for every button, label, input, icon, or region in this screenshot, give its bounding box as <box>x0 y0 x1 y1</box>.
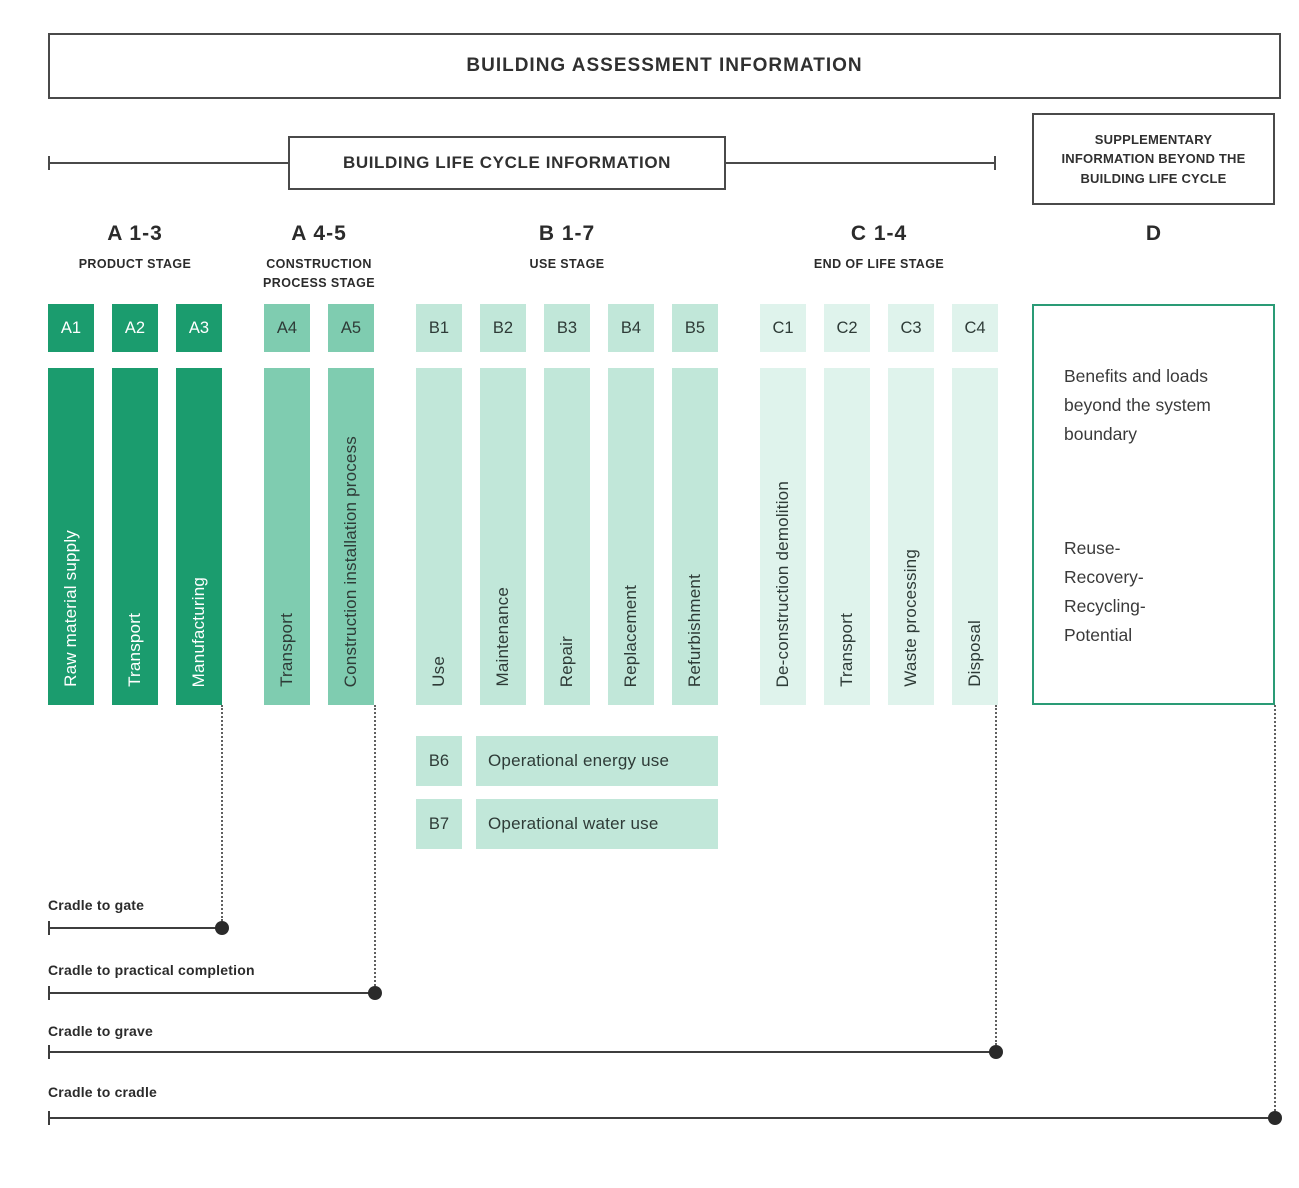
d-benefits-box: Benefits and loads beyond the system bou… <box>1032 304 1275 705</box>
stage-code: B 1-7 <box>538 222 596 245</box>
module-label-b2: Maintenance <box>493 587 512 687</box>
module-bar-b2: Maintenance <box>480 368 526 705</box>
stage-header-a45: A 4-5 CONSTRUCTION PROCESS STAGE <box>254 222 384 294</box>
dashed-drop-line-d <box>1274 705 1276 1111</box>
module-label-b4: Replacement <box>621 584 640 687</box>
module-label-c3: Waste processing <box>901 549 920 687</box>
stage-code: A 1-3 <box>107 222 163 245</box>
module-bar-a2: Transport <box>112 368 158 705</box>
module-column-a3: A3 Manufacturing <box>176 304 222 705</box>
supplementary-info-box: SUPPLEMENTARY INFORMATION BEYOND THE BUI… <box>1032 113 1275 205</box>
module-bar-b5: Refurbishment <box>672 368 718 705</box>
module-label-a2: Transport <box>125 613 144 687</box>
module-label-c2: Transport <box>837 613 856 687</box>
module-code-c4: C4 <box>952 304 998 352</box>
module-code-a4: A4 <box>264 304 310 352</box>
module-code-b3: B3 <box>544 304 590 352</box>
module-label-c4: Disposal <box>965 620 984 687</box>
dashed-drop-line-a5 <box>374 705 376 986</box>
module-code-b5: B5 <box>672 304 718 352</box>
module-label-b1: Use <box>429 656 448 687</box>
dashed-drop-line-c4 <box>995 705 997 1045</box>
assessment-title: BUILDING ASSESSMENT INFORMATION <box>466 55 863 76</box>
module-bar-c2: Transport <box>824 368 870 705</box>
module-bar-a5: Construction installation process <box>328 368 374 705</box>
d-benefits-text: Benefits and loads beyond the system bou… <box>1064 366 1211 444</box>
module-column-a4: A4 Transport <box>264 304 310 705</box>
scope-label-cradle-to-grave: Cradle to grave <box>48 1023 153 1039</box>
module-label-b6: Operational energy use <box>476 736 718 786</box>
module-label-a1: Raw material supply <box>61 530 80 687</box>
module-column-c2: C2 Transport <box>824 304 870 705</box>
stage-code: D <box>1145 222 1163 245</box>
module-code-b2: B2 <box>480 304 526 352</box>
stage-code: A 4-5 <box>291 222 347 245</box>
module-bar-a3: Manufacturing <box>176 368 222 705</box>
scope-line-cradle-to-cradle <box>48 1111 1282 1125</box>
module-code-b7: B7 <box>416 799 462 849</box>
stage-name: PRODUCT STAGE <box>78 257 192 271</box>
module-code-a1: A1 <box>48 304 94 352</box>
stage-header-c14: C 1-4 END OF LIFE STAGE <box>804 222 954 274</box>
module-code-c1: C1 <box>760 304 806 352</box>
stage-header-d: D <box>1104 222 1204 246</box>
stage-header-b17: B 1-7 USE STAGE <box>492 222 642 274</box>
module-label-b7: Operational water use <box>476 799 718 849</box>
module-code-a3: A3 <box>176 304 222 352</box>
module-bar-a1: Raw material supply <box>48 368 94 705</box>
scope-label-cradle-to-cradle: Cradle to cradle <box>48 1084 158 1100</box>
assessment-title-box: BUILDING ASSESSMENT INFORMATION <box>48 33 1281 99</box>
module-column-c3: C3 Waste processing <box>888 304 934 705</box>
module-code-b4: B4 <box>608 304 654 352</box>
module-code-b1: B1 <box>416 304 462 352</box>
module-bar-a4: Transport <box>264 368 310 705</box>
module-bar-b1: Use <box>416 368 462 705</box>
module-column-b1: B1 Use <box>416 304 462 705</box>
module-label-a4: Transport <box>277 613 296 687</box>
scope-line-cradle-to-gate <box>48 921 229 935</box>
scope-label-cradle-to-gate: Cradle to gate <box>48 897 145 913</box>
stage-header-a13: A 1-3 PRODUCT STAGE <box>48 222 222 274</box>
module-column-a2: A2 Transport <box>112 304 158 705</box>
dashed-drop-line-a3 <box>221 705 223 921</box>
d-reuse-text: Reuse- Recovery- Recycling- Potential <box>1064 538 1146 645</box>
module-column-a1: A1 Raw material supply <box>48 304 94 705</box>
module-bar-b4: Replacement <box>608 368 654 705</box>
lifecycle-title-box: BUILDING LIFE CYCLE INFORMATION <box>288 136 726 190</box>
module-column-b3: B3 Repair <box>544 304 590 705</box>
supplementary-title: SUPPLEMENTARY INFORMATION BEYOND THE BUI… <box>1061 131 1246 186</box>
module-label-a3: Manufacturing <box>189 576 208 687</box>
module-code-c3: C3 <box>888 304 934 352</box>
module-code-a5: A5 <box>328 304 374 352</box>
module-bar-b3: Repair <box>544 368 590 705</box>
module-column-a5: A5 Construction installation process <box>328 304 374 705</box>
module-column-b4: B4 Replacement <box>608 304 654 705</box>
module-bar-c1: De-construction demolition <box>760 368 806 705</box>
module-label-b3: Repair <box>557 635 576 687</box>
lifecycle-title: BUILDING LIFE CYCLE INFORMATION <box>342 153 672 172</box>
scope-label-cradle-to-practical-completion: Cradle to practical completion <box>48 962 255 978</box>
module-column-c4: C4 Disposal <box>952 304 998 705</box>
module-label-a5: Construction installation process <box>341 435 360 687</box>
module-code-b6: B6 <box>416 736 462 786</box>
stage-name: USE STAGE <box>529 257 605 271</box>
stage-name: CONSTRUCTION PROCESS STAGE <box>263 257 375 291</box>
module-label-b5: Refurbishment <box>685 573 704 687</box>
stage-name: END OF LIFE STAGE <box>813 257 945 271</box>
module-bar-c3: Waste processing <box>888 368 934 705</box>
module-code-a2: A2 <box>112 304 158 352</box>
scope-line-cradle-to-practical-completion <box>48 986 382 1000</box>
stage-code: C 1-4 <box>850 222 908 245</box>
scope-line-cradle-to-grave <box>48 1045 1003 1059</box>
module-label-c1: De-construction demolition <box>773 480 792 687</box>
module-column-b5: B5 Refurbishment <box>672 304 718 705</box>
module-code-c2: C2 <box>824 304 870 352</box>
module-column-b2: B2 Maintenance <box>480 304 526 705</box>
module-column-c1: C1 De-construction demolition <box>760 304 806 705</box>
module-bar-c4: Disposal <box>952 368 998 705</box>
